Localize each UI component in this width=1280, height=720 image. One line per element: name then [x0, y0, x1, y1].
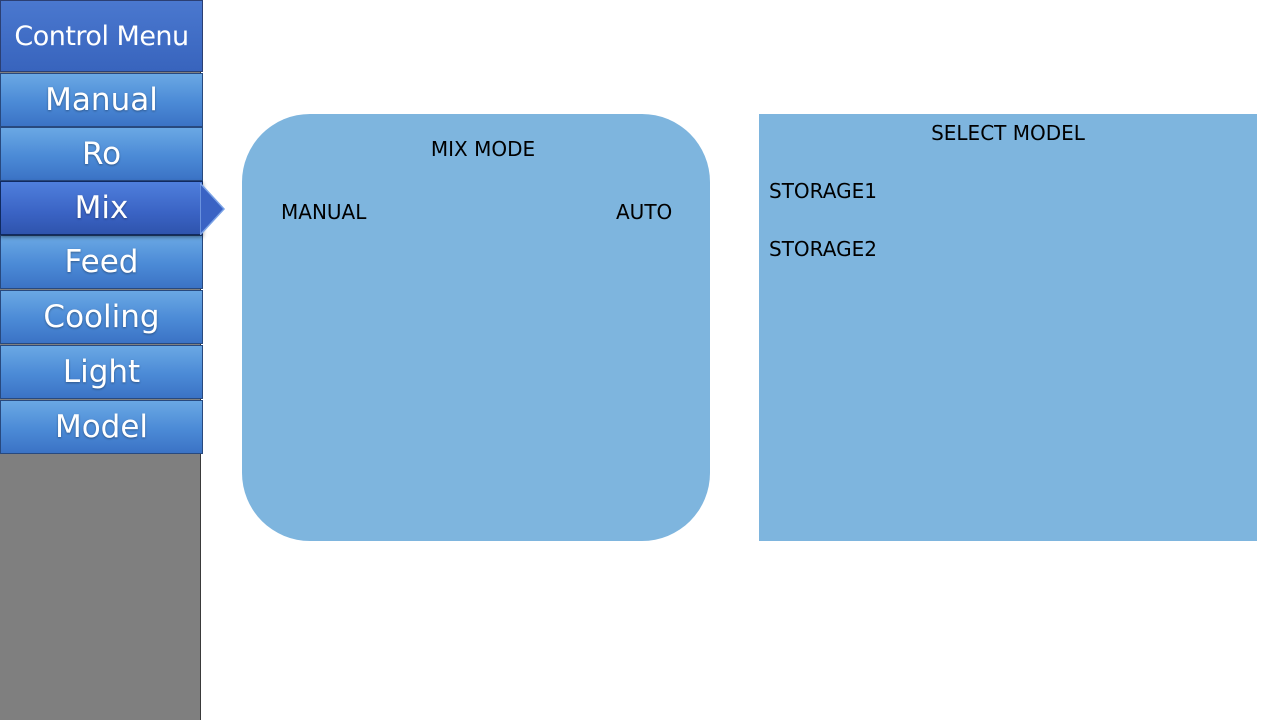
model-option-storage2[interactable]: STORAGE2 — [769, 237, 877, 261]
menu-item-manual[interactable]: Manual — [0, 73, 203, 127]
menu-item-light[interactable]: Light — [0, 345, 203, 399]
mix-mode-panel: MIX MODE MANUAL AUTO — [242, 114, 710, 541]
menu-item-mix[interactable]: Mix — [0, 181, 203, 235]
menu-item-cooling[interactable]: Cooling — [0, 290, 203, 344]
select-model-panel: SELECT MODEL STORAGE1 STORAGE2 — [759, 114, 1257, 541]
mix-mode-auto-option[interactable]: AUTO — [616, 200, 673, 224]
mix-mode-manual-option[interactable]: MANUAL — [281, 200, 367, 224]
mix-mode-title: MIX MODE — [430, 137, 536, 161]
active-pointer-arrow-icon — [200, 183, 226, 235]
model-option-storage1[interactable]: STORAGE1 — [769, 179, 877, 203]
menu-item-ro[interactable]: Ro — [0, 127, 203, 181]
control-menu-title: Control Menu — [0, 0, 203, 72]
menu-item-feed[interactable]: Feed — [0, 235, 203, 289]
select-model-title: SELECT MODEL — [931, 121, 1085, 145]
menu-item-model[interactable]: Model — [0, 400, 203, 454]
